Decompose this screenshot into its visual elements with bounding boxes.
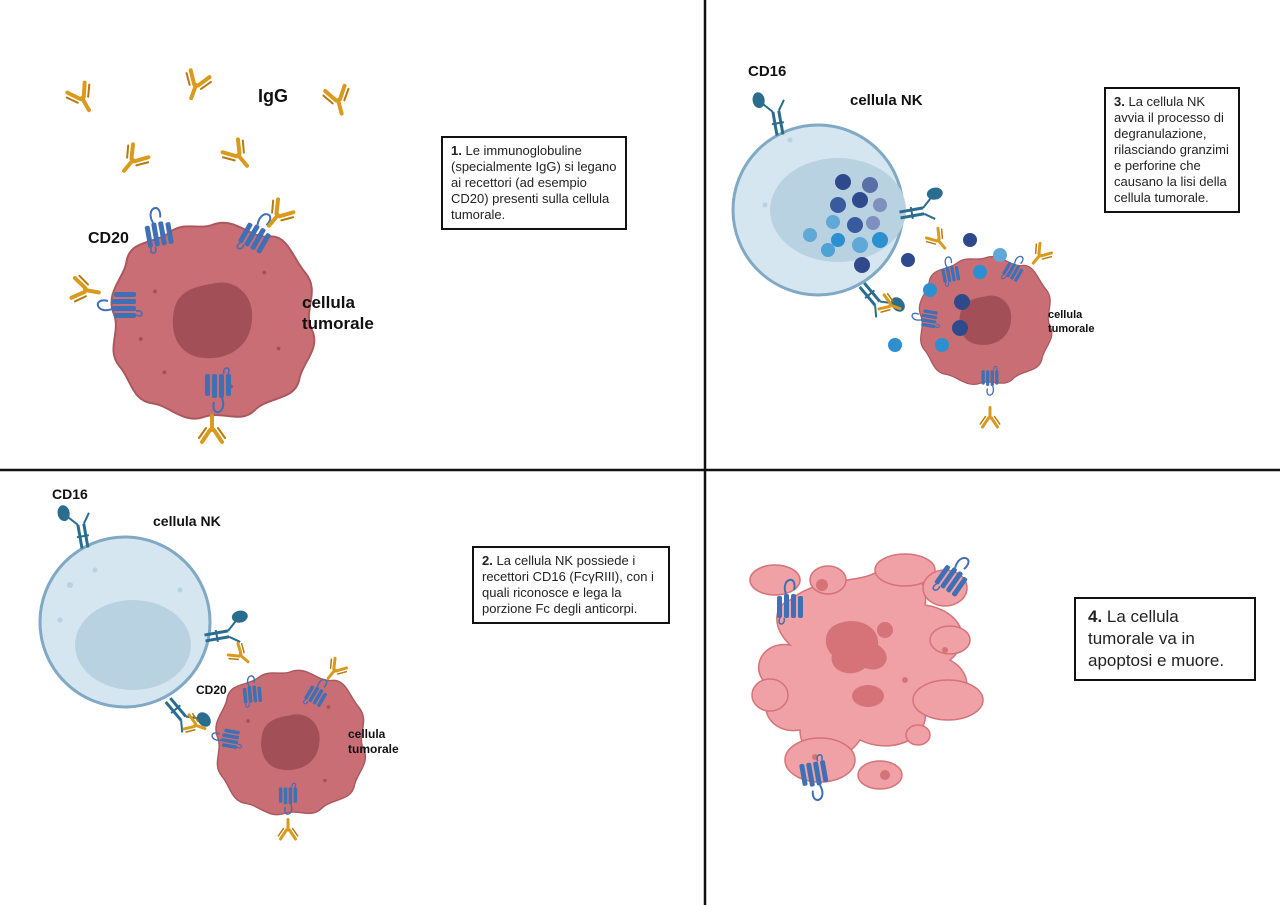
caption-number: 4. [1088, 607, 1103, 626]
tumor-cell [215, 669, 367, 816]
nk-cell-label: cellula NK [850, 92, 923, 109]
tumor-cell-label: cellula tumorale [1048, 308, 1094, 336]
igg-label: IgG [258, 86, 288, 106]
tumor-cell-label: cellula tumorale [348, 727, 399, 757]
caption-step-4: 4. La cellula tumorale va in apoptosi e … [1074, 597, 1256, 681]
cd20-label: CD20 [88, 230, 129, 247]
tumor-label-line1: cellula [348, 727, 386, 741]
tumor-label-line2: tumorale [348, 742, 399, 756]
free-antibodies [62, 67, 357, 182]
panel-2-illustration [38, 499, 367, 841]
caption-number: 3. [1114, 94, 1125, 109]
caption-step-3: 3. La cellula NK avvia il processo di de… [1104, 87, 1240, 213]
caption-text: La cellula NK avvia il processo di degra… [1114, 94, 1229, 205]
nk-cell-label: cellula NK [153, 513, 221, 529]
cd16-label: CD16 [52, 486, 88, 502]
tumor-label-line1: cellula [1048, 309, 1083, 321]
caption-number: 2. [482, 553, 493, 568]
apoptotic-nucleus [812, 579, 948, 780]
panel-4-illustration [749, 550, 984, 804]
tumor-label-line2: tumorale [302, 314, 374, 333]
caption-text: Le immunoglobuline (specialmente IgG) si… [451, 143, 617, 222]
granules [803, 174, 1007, 352]
panel-1-illustration [62, 67, 357, 444]
nk-cell [38, 535, 212, 709]
cd20-label: CD20 [196, 683, 227, 697]
tumor-cell-label: cellula tumorale [302, 292, 374, 334]
tumor-cell [918, 255, 1053, 386]
tumor-label-line2: tumorale [1048, 323, 1095, 335]
caption-number: 1. [451, 143, 462, 158]
caption-step-1: 1. Le immunoglobuline (specialmente IgG)… [441, 136, 627, 230]
tumor-label-line1: cellula [302, 293, 355, 312]
panel-3-illustration [731, 86, 1055, 429]
caption-step-2: 2. La cellula NK possiede i recettori CD… [472, 546, 670, 624]
tumor-cell [110, 221, 316, 420]
cd16-label: CD16 [748, 63, 787, 80]
caption-text: La cellula NK possiede i recettori CD16 … [482, 553, 654, 616]
caption-text: La cellula tumorale va in apoptosi e muo… [1088, 607, 1225, 670]
